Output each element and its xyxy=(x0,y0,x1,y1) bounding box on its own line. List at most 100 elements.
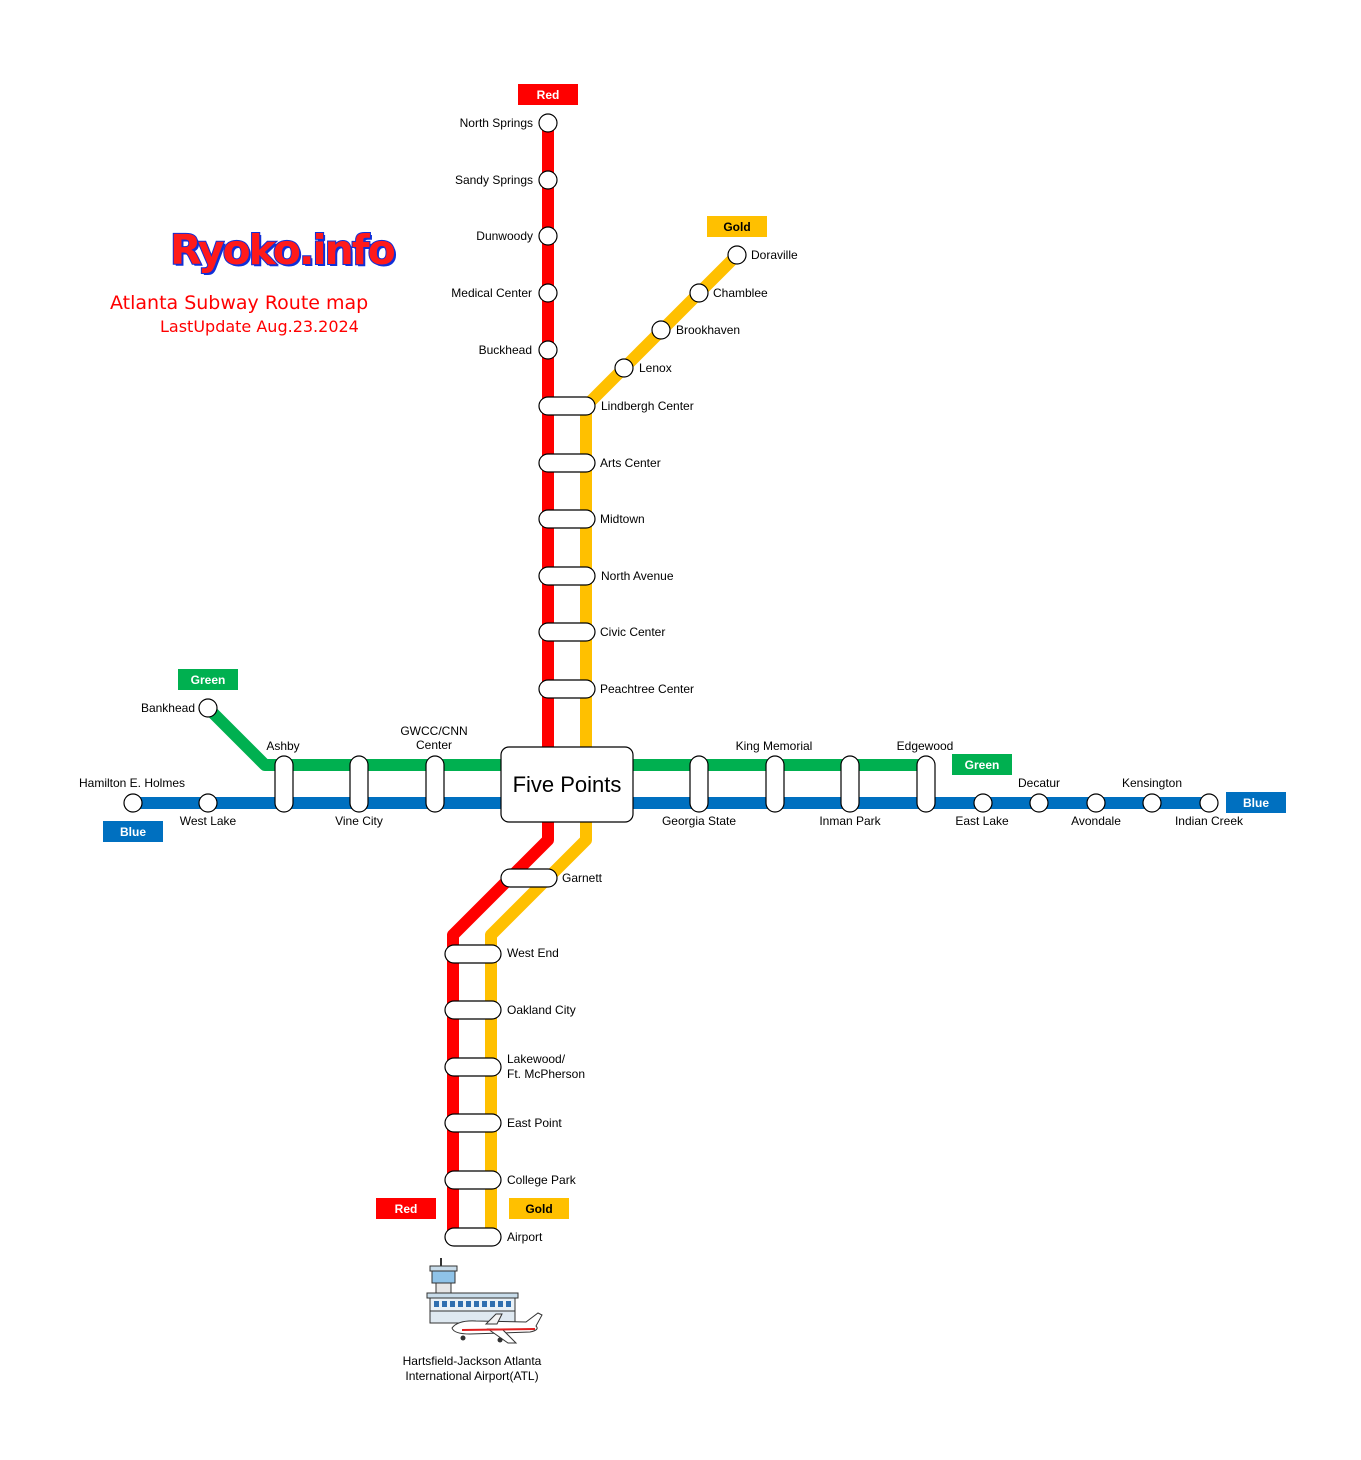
last-update: LastUpdate Aug.23.2024 xyxy=(160,317,359,336)
label-indian-creek: Indian Creek xyxy=(1175,814,1244,828)
station-arts-center[interactable] xyxy=(538,453,596,473)
label-peachtree-center: Peachtree Center xyxy=(600,682,694,696)
station-king-memorial[interactable] xyxy=(765,755,785,813)
label-west-lake: West Lake xyxy=(180,814,237,828)
station-north-avenue[interactable] xyxy=(538,566,596,586)
label-civic-center: Civic Center xyxy=(600,625,665,639)
label-dunwoody: Dunwoody xyxy=(476,229,533,243)
station-bankhead[interactable] xyxy=(198,698,218,718)
label-inman-park: Inman Park xyxy=(819,814,881,828)
station-edgewood[interactable] xyxy=(916,755,936,813)
station-buckhead[interactable] xyxy=(538,340,558,360)
station-west-lake[interactable] xyxy=(198,793,218,813)
station-indian-creek[interactable] xyxy=(1199,793,1219,813)
station-lindbergh-center[interactable] xyxy=(538,396,596,416)
red-tag-south xyxy=(376,1198,436,1219)
red-tag-north xyxy=(518,84,578,105)
airport-caption-line2: International Airport(ATL) xyxy=(405,1369,538,1383)
station-lakewood-ft-mcpherson[interactable] xyxy=(444,1057,502,1077)
station-brookhaven[interactable] xyxy=(651,320,671,340)
station-garnett[interactable] xyxy=(500,868,558,888)
map-title: Atlanta Subway Route map xyxy=(110,292,369,314)
station-medical-center[interactable] xyxy=(538,283,558,303)
label-lenox: Lenox xyxy=(639,361,672,375)
label-college-park: College Park xyxy=(507,1173,577,1187)
station-east-point[interactable] xyxy=(444,1113,502,1133)
label-chamblee: Chamblee xyxy=(713,286,768,300)
label-arts-center: Arts Center xyxy=(600,456,661,470)
label-kensington: Kensington xyxy=(1122,776,1182,790)
station-inman-park[interactable] xyxy=(840,755,860,813)
label-airport: Airport xyxy=(507,1230,543,1244)
label-north-avenue: North Avenue xyxy=(601,569,674,583)
gold-tag-south-label: Gold xyxy=(525,1202,552,1216)
blue-tag-west xyxy=(103,821,163,842)
label-gwcc-line1: GWCC/CNN xyxy=(400,724,467,738)
blue-tag-east-label: Blue xyxy=(1243,796,1269,810)
green-tag-east xyxy=(952,754,1012,775)
station-decatur[interactable] xyxy=(1029,793,1049,813)
station-five-points[interactable] xyxy=(500,746,634,823)
green-tag-west-label: Green xyxy=(191,673,226,687)
label-bankhead: Bankhead xyxy=(141,701,195,715)
label-buckhead: Buckhead xyxy=(479,343,532,357)
label-north-springs: North Springs xyxy=(460,116,533,130)
line-tags: Red Gold Green Green Blue Blue Red Gold xyxy=(103,84,1286,1219)
station-georgia-state[interactable] xyxy=(689,755,709,813)
route-lines xyxy=(133,123,1209,1237)
airport-caption-line1: Hartsfield-Jackson Atlanta xyxy=(403,1354,542,1368)
label-vine-city: Vine City xyxy=(335,814,383,828)
station-oakland-city[interactable] xyxy=(444,1000,502,1020)
label-west-end: West End xyxy=(507,946,559,960)
label-garnett: Garnett xyxy=(562,871,603,885)
station-ashby[interactable] xyxy=(274,755,294,813)
station-hamilton-holmes[interactable] xyxy=(123,793,143,813)
label-avondale: Avondale xyxy=(1071,814,1121,828)
station-gwcc-cnn-center[interactable] xyxy=(425,755,445,813)
green-tag-east-label: Green xyxy=(965,758,1000,772)
green-tag-west xyxy=(178,669,238,690)
station-avondale[interactable] xyxy=(1086,793,1106,813)
label-edgewood: Edgewood xyxy=(897,739,954,753)
airport-illustration xyxy=(426,1258,543,1344)
red-tag-south-label: Red xyxy=(395,1202,418,1216)
station-midtown[interactable] xyxy=(538,509,596,529)
station-labels: North Springs Sandy Springs Dunwoody Med… xyxy=(79,116,1244,1244)
label-medical-center: Medical Center xyxy=(451,286,532,300)
label-oakland-city: Oakland City xyxy=(507,1003,576,1017)
station-north-springs[interactable] xyxy=(538,113,558,133)
label-decatur: Decatur xyxy=(1018,776,1060,790)
label-lakewood-line1: Lakewood/ xyxy=(507,1052,566,1066)
label-lakewood-line2: Ft. McPherson xyxy=(507,1067,585,1081)
station-east-lake[interactable] xyxy=(973,793,993,813)
station-civic-center[interactable] xyxy=(538,622,596,642)
station-doraville[interactable] xyxy=(727,245,747,265)
station-vine-city[interactable] xyxy=(349,755,369,813)
station-west-end[interactable] xyxy=(444,944,502,964)
station-airport[interactable] xyxy=(444,1227,502,1247)
label-lindbergh-center: Lindbergh Center xyxy=(601,399,694,413)
label-east-lake: East Lake xyxy=(955,814,1009,828)
station-kensington[interactable] xyxy=(1142,793,1162,813)
station-lenox[interactable] xyxy=(614,358,634,378)
label-ashby: Ashby xyxy=(266,739,299,753)
red-tag-north-label: Red xyxy=(537,88,560,102)
label-king-memorial: King Memorial xyxy=(736,739,813,753)
station-dunwoody[interactable] xyxy=(538,226,558,246)
blue-tag-east xyxy=(1226,792,1286,813)
site-logo[interactable]: Ryoko.info xyxy=(169,225,397,275)
label-brookhaven: Brookhaven xyxy=(676,323,740,337)
station-sandy-springs[interactable] xyxy=(538,170,558,190)
gold-tag-north xyxy=(707,216,767,237)
label-east-point: East Point xyxy=(507,1116,562,1130)
station-peachtree-center[interactable] xyxy=(538,679,596,699)
station-markers xyxy=(123,113,1219,1247)
label-georgia-state: Georgia State xyxy=(662,814,736,828)
blue-tag-west-label: Blue xyxy=(120,825,146,839)
label-doraville: Doraville xyxy=(751,248,798,262)
label-five-points: Five Points xyxy=(513,772,622,797)
station-college-park[interactable] xyxy=(444,1170,502,1190)
station-chamblee[interactable] xyxy=(689,283,709,303)
